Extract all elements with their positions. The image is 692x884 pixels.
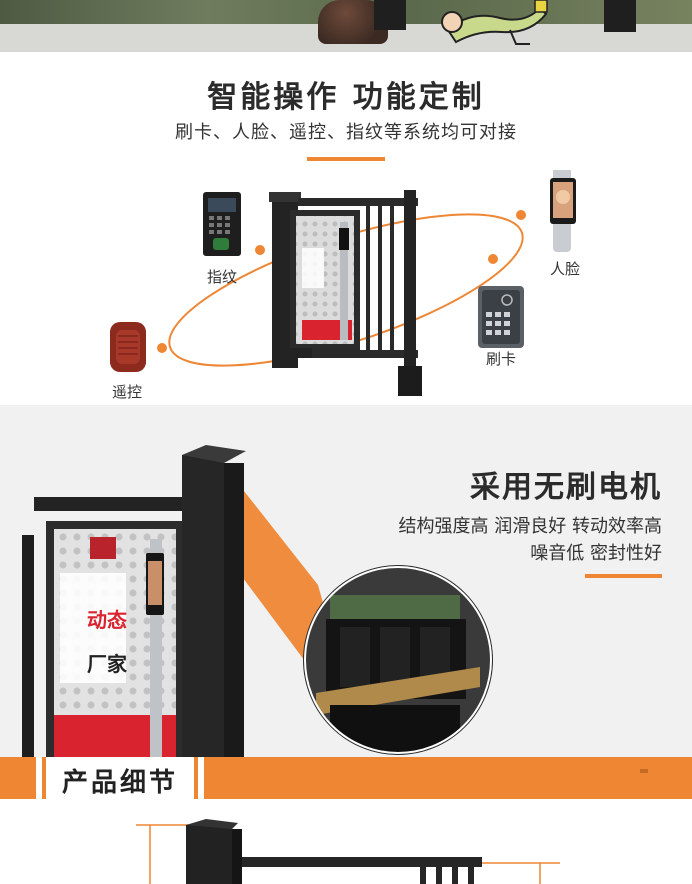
motor-feature-line-1: 结构强度高 润滑良好 转动效率高 bbox=[398, 516, 662, 537]
top-photo-strip bbox=[0, 0, 692, 52]
face-label: 人脸 bbox=[549, 260, 580, 278]
detail-photo-graphic bbox=[136, 819, 560, 884]
access-control-diagram: 指纹 人脸 刷卡 遥控 bbox=[0, 150, 692, 401]
face-recognition-terminal bbox=[550, 150, 576, 252]
remote-control-fob bbox=[110, 322, 146, 372]
title-box-edge-right bbox=[194, 757, 198, 799]
details-title-box bbox=[36, 757, 204, 799]
motor-accent-rule bbox=[585, 574, 662, 578]
features-subtitle: 刷卡、人脸、遥控、指纹等系统均可对接 bbox=[175, 122, 517, 143]
gate-illustration bbox=[269, 190, 422, 396]
detail-photo-area bbox=[0, 799, 692, 884]
motor-title: 采用无刷电机 bbox=[470, 470, 662, 505]
details-bar-marker bbox=[640, 769, 648, 773]
card-reader-device bbox=[478, 286, 524, 348]
poster-word-factory: 厂家 bbox=[87, 652, 128, 676]
card-label: 刷卡 bbox=[485, 350, 516, 368]
motor-section-graphic: 动态 厂家 bbox=[22, 445, 493, 757]
fingerprint-reader-device bbox=[203, 192, 241, 256]
title-box-edge-left bbox=[42, 757, 46, 799]
remote-label: 遥控 bbox=[111, 383, 142, 401]
gate-post-right bbox=[604, 0, 636, 32]
motor-section: 动态 厂家 bbox=[0, 405, 692, 757]
details-title: 产品细节 bbox=[61, 768, 178, 798]
motor-feature-line-2: 噪音低 密封性好 bbox=[530, 543, 662, 564]
poster-word-dynamic: 动态 bbox=[87, 608, 127, 632]
diagram-graphic bbox=[110, 150, 576, 396]
orbit-dot bbox=[516, 210, 526, 220]
features-accent-rule bbox=[307, 157, 385, 161]
orbit-dot bbox=[255, 245, 265, 255]
motor-closeup bbox=[303, 565, 493, 755]
fingerprint-label: 指纹 bbox=[206, 268, 237, 286]
cartoon-runner-illustration bbox=[441, 0, 548, 45]
features-title: 智能操作 功能定制 bbox=[207, 80, 485, 115]
orbit-dot bbox=[157, 343, 167, 353]
orbit-dot bbox=[488, 254, 498, 264]
gate-post-left bbox=[374, 0, 406, 30]
